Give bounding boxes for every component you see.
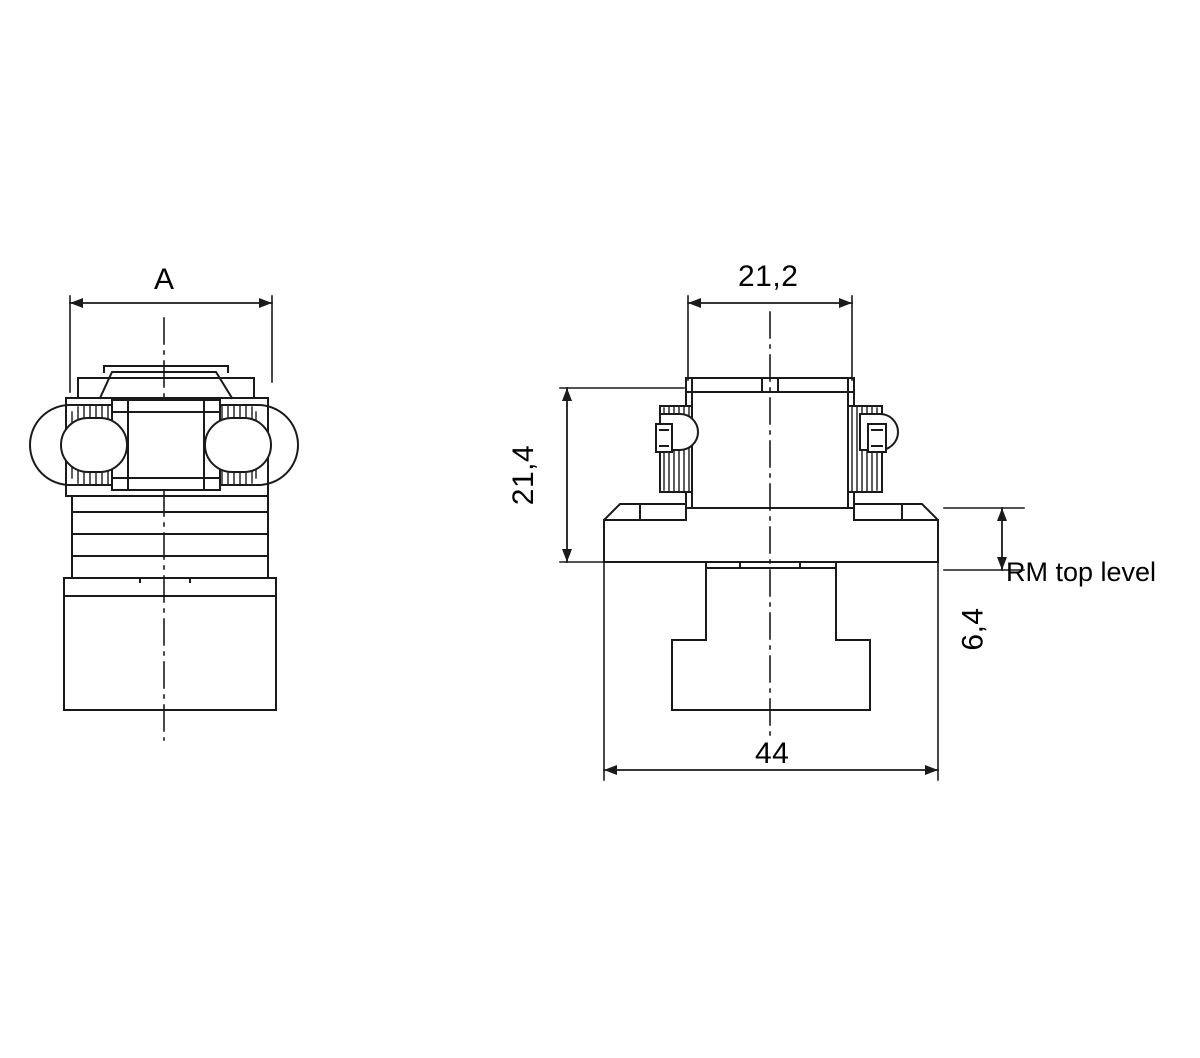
dimension-label-21-4: 21,4: [507, 444, 541, 506]
dimension-label-44: 44: [755, 737, 790, 770]
dimension-label-21-2: 21,2: [738, 260, 799, 293]
dimension-label-6-4: 6,4: [956, 607, 990, 651]
front-view-geometry: [29, 295, 299, 741]
rm-top-level-note: RM top level: [1006, 557, 1157, 587]
side-view-geometry: [559, 295, 1025, 781]
dimension-label-a: A: [154, 263, 175, 296]
